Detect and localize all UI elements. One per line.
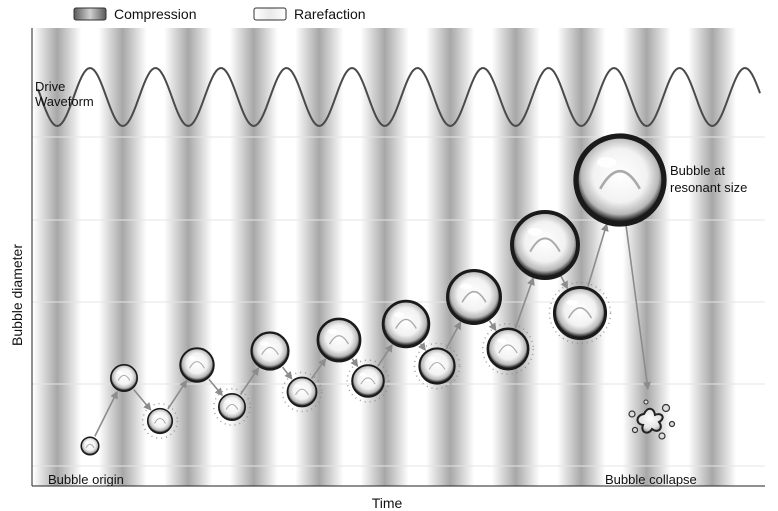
growth-arrow xyxy=(514,277,535,329)
y-axis-label: Bubble diameter xyxy=(9,244,25,346)
bubble-origin xyxy=(80,436,100,456)
bubble-compression xyxy=(213,388,251,426)
growth-arrow xyxy=(625,225,651,391)
bubble-compression xyxy=(482,323,534,375)
bubble-rarefaction xyxy=(573,133,667,227)
bubble-rarefaction xyxy=(110,364,138,392)
growth-arrow xyxy=(445,321,462,350)
compression-swatch xyxy=(73,7,107,21)
bubble-rarefaction xyxy=(381,299,431,349)
bubble-compression xyxy=(413,342,461,390)
bubble-compression xyxy=(548,281,612,345)
growth-arrows xyxy=(94,223,651,437)
compression-band xyxy=(33,28,82,486)
collapsed-bubble-icon xyxy=(628,399,676,440)
bubble-rarefaction xyxy=(179,347,215,383)
bubble-rarefaction xyxy=(250,331,290,371)
growth-arrow xyxy=(208,378,223,397)
bubble-rarefaction xyxy=(446,269,502,325)
growth-arrow xyxy=(94,390,118,437)
resonant-label-line1: Bubble at xyxy=(670,163,725,178)
compression-band xyxy=(426,28,475,486)
compression-band xyxy=(688,28,737,486)
compression-band xyxy=(98,28,147,486)
drive-waveform-label-line1: Drive xyxy=(35,79,65,94)
growth-arrow xyxy=(377,343,393,367)
rarefaction-swatch xyxy=(253,7,287,21)
growth-arrow xyxy=(560,275,568,290)
growth-arrow xyxy=(488,320,497,332)
compression-band xyxy=(295,28,344,486)
legend: Compression Rarefaction xyxy=(73,6,366,22)
drive-waveform xyxy=(37,66,761,128)
growth-arrow xyxy=(239,367,260,395)
growth-arrow xyxy=(281,366,293,380)
growth-arrow xyxy=(167,379,188,410)
compression-bands xyxy=(33,28,737,486)
bubble-compression xyxy=(346,359,390,403)
bubble-compression xyxy=(281,371,323,413)
growth-arrow xyxy=(587,223,609,287)
bubble-rarefaction xyxy=(316,317,362,363)
bubble-collapse-label: Bubble collapse xyxy=(605,472,697,487)
resonant-label-line2: resonant size xyxy=(670,180,747,195)
drive-waveform-label-line2: Waveform xyxy=(35,94,94,109)
bubble-compression xyxy=(141,402,179,440)
growth-arrow xyxy=(133,389,152,411)
rarefaction-legend-label: Rarefaction xyxy=(294,6,366,22)
compression-legend-label: Compression xyxy=(114,6,196,22)
compression-band xyxy=(360,28,409,486)
growth-arrow xyxy=(350,358,359,368)
bubble-origin-label: Bubble origin xyxy=(48,472,124,487)
bubble-rarefaction xyxy=(510,210,580,280)
bubbles xyxy=(80,133,667,456)
growth-arrow xyxy=(310,358,327,380)
x-axis-label: Time xyxy=(372,495,403,511)
growth-arrow xyxy=(417,342,426,352)
